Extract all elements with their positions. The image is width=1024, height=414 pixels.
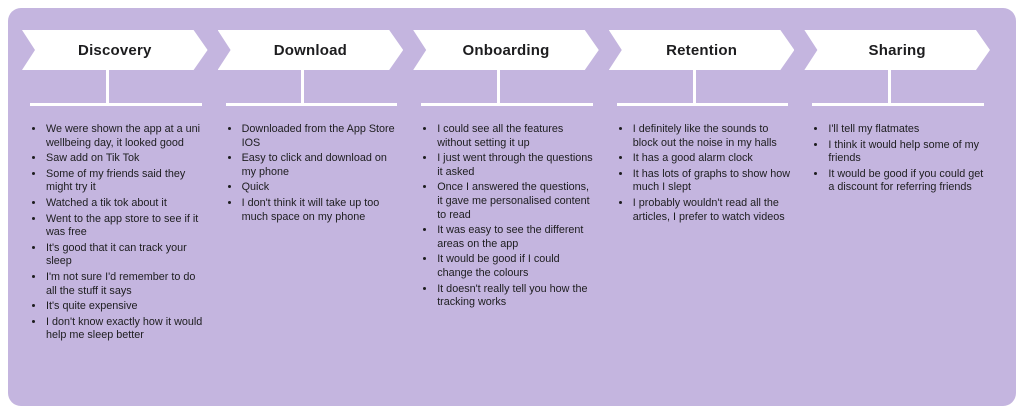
connector-vertical: [105, 70, 109, 103]
stage-arrow-sharing: Sharing: [804, 30, 990, 70]
journey-note: Went to the app store to see if it was f…: [45, 213, 206, 240]
journey-note: It has a good alarm clock: [632, 152, 793, 166]
journey-note: I just went through the questions it ask…: [436, 152, 597, 179]
connector-vertical: [301, 70, 305, 103]
journey-note: Downloaded from the App Store IOS: [241, 123, 402, 150]
journey-note: It doesn't really tell you how the track…: [436, 283, 597, 310]
journey-note: I don't think it will take up too much s…: [241, 197, 402, 224]
stage-label: Onboarding: [462, 41, 550, 59]
journey-note: Saw add on Tik Tok: [45, 152, 206, 166]
journey-note: Once I answered the questions, it gave m…: [436, 181, 597, 222]
stage-column-onboarding: Onboarding I could see all the features …: [413, 30, 609, 345]
stage-notes-list: I could see all the features without set…: [423, 123, 597, 310]
journey-map-panel: Discovery We were shown the app at a uni…: [8, 8, 1016, 406]
journey-note: It was easy to see the different areas o…: [436, 224, 597, 251]
journey-note: It's good that it can track your sleep: [45, 242, 206, 269]
stage-notes-list: We were shown the app at a uni wellbeing…: [32, 123, 206, 343]
journey-note: I think it would help some of my friends: [827, 139, 988, 166]
connector-horizontal: [812, 103, 984, 106]
journey-note: Some of my friends said they might try i…: [45, 168, 206, 195]
stage-column-download: Download Downloaded from the App Store I…: [218, 30, 414, 345]
stage-column-retention: Retention I definitely like the sounds t…: [609, 30, 805, 345]
journey-note: It's quite expensive: [45, 300, 206, 314]
connector-horizontal: [616, 103, 789, 106]
journey-note: I'm not sure I'd remember to do all the …: [45, 271, 206, 298]
journey-note: I definitely like the sounds to block ou…: [632, 123, 793, 150]
stage-notes-list: I'll tell my flatmates I think it would h…: [814, 123, 988, 195]
stage-label: Download: [273, 41, 348, 59]
journey-note: It has lots of graphs to show how much I…: [632, 168, 793, 195]
stage-arrow-download: Download: [218, 30, 404, 70]
journey-note: I don't know exactly how it would help m…: [45, 316, 206, 343]
journey-note: I'll tell my flatmates: [827, 123, 988, 137]
connector-vertical: [692, 70, 696, 103]
journey-note: I could see all the features without set…: [436, 123, 597, 150]
stage-label: Discovery: [78, 41, 152, 59]
journey-note: Watched a tik tok about it: [45, 197, 206, 211]
stage-arrow-discovery: Discovery: [22, 30, 208, 70]
stage-columns: Discovery We were shown the app at a uni…: [8, 8, 1016, 345]
stage-arrow-retention: Retention: [609, 30, 795, 70]
stage-column-sharing: Sharing I'll tell my flatmates I think it…: [804, 30, 1000, 345]
connector-horizontal: [30, 103, 202, 106]
journey-note: It would be good if I could change the c…: [436, 253, 597, 280]
connector-horizontal: [421, 103, 593, 106]
journey-note: We were shown the app at a uni wellbeing…: [45, 123, 206, 150]
connector-vertical: [888, 70, 892, 103]
stage-arrow-onboarding: Onboarding: [413, 30, 599, 70]
stage-column-discovery: Discovery We were shown the app at a uni…: [22, 30, 218, 345]
journey-note: I probably wouldn't read all the article…: [632, 197, 793, 224]
stage-notes-list: Downloaded from the App Store IOSEasy to…: [228, 123, 402, 224]
journey-note: It would be good if you could get a disc…: [827, 168, 988, 195]
stage-notes-list: I definitely like the sounds to block ou…: [619, 123, 793, 224]
journey-note: Easy to click and download on my phone: [241, 152, 402, 179]
stage-label: Retention: [666, 41, 738, 59]
connector-horizontal: [225, 103, 398, 106]
connector-vertical: [496, 70, 500, 103]
stage-label: Sharing: [868, 41, 926, 59]
journey-note: Quick: [241, 181, 402, 195]
